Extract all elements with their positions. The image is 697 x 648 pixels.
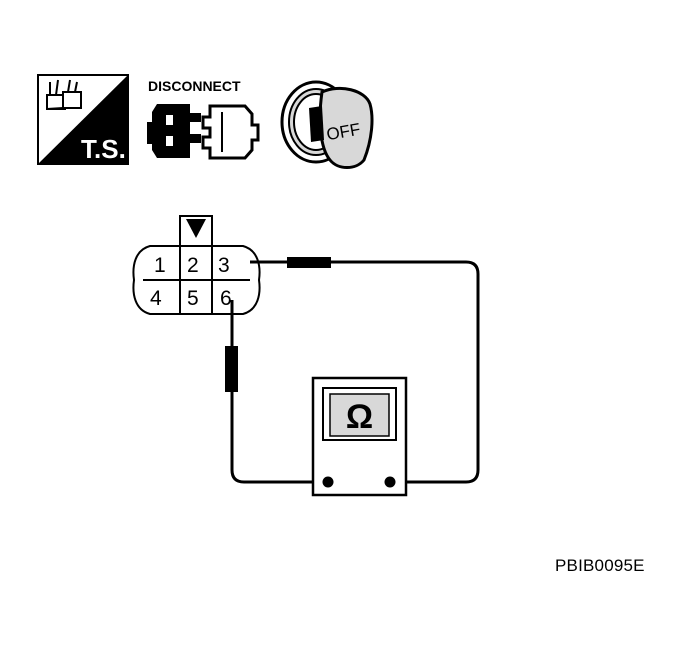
probe-handle-top (287, 257, 331, 268)
connector-disconnect-icon: DISCONNECT (147, 78, 260, 160)
pin-3: 3 (218, 254, 230, 277)
ohmmeter-icon: Ω (311, 376, 408, 497)
ts-harness-icon: T.S. (37, 74, 129, 165)
meter-terminal-right (384, 476, 396, 488)
ts-label: T.S. (81, 134, 126, 164)
pin-1-marker-triangle (186, 219, 206, 238)
pin-6: 6 (220, 287, 232, 310)
pin-4: 4 (150, 287, 162, 310)
test-lead-pin-3 (250, 260, 480, 484)
disconnect-label: DISCONNECT (148, 78, 241, 94)
probe-handle-left (225, 346, 238, 392)
reference-code: PBIB0095E (555, 556, 645, 575)
ignition-key-off-icon: OFF (280, 80, 374, 169)
pin-1: 1 (154, 254, 166, 277)
meter-terminal-left (322, 476, 334, 488)
pin-5: 5 (187, 287, 199, 310)
harness-connector: 1 2 3 4 5 6 (132, 215, 261, 315)
test-lead-pin-6 (230, 300, 328, 484)
ohm-symbol: Ω (346, 398, 373, 436)
pin-2: 2 (187, 254, 199, 277)
